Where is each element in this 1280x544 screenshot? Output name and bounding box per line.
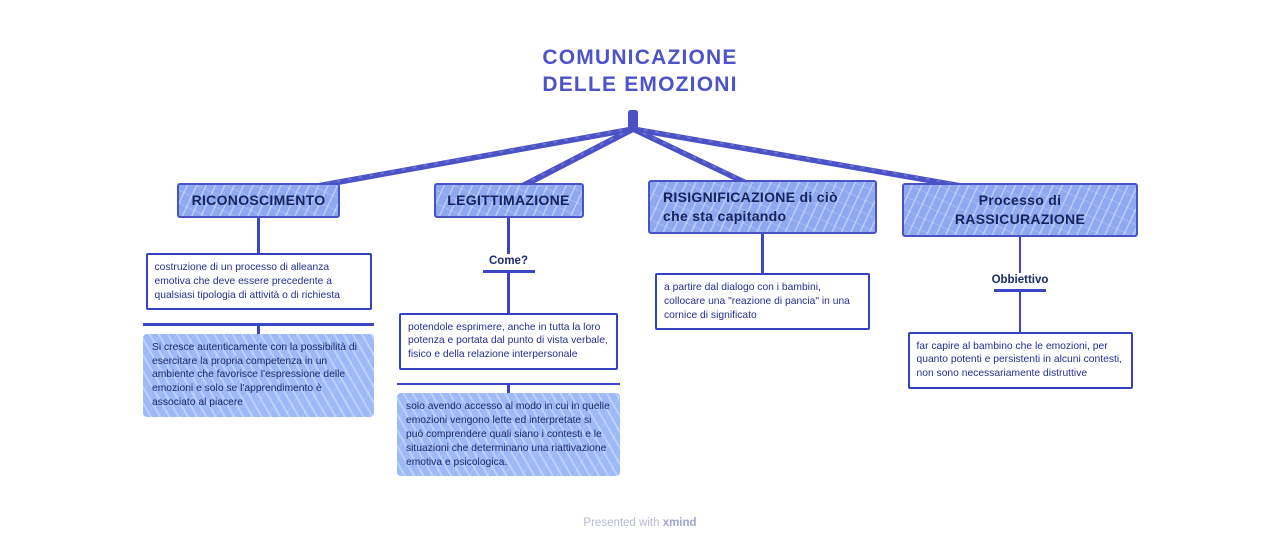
note-legittimazione-highlight[interactable]: solo avendo accesso al modo in cui in qu… xyxy=(397,393,620,476)
branch-label-text: Obbiettivo xyxy=(991,274,1049,286)
note-rassicurazione-plain[interactable]: far capire al bambino che le emozioni, p… xyxy=(907,331,1133,389)
topic-label: RISIGNIFICAZIONE di ciò che sta capitand… xyxy=(663,189,838,224)
note-riconoscimento-highlight[interactable]: Si cresce autenticamente con la possibil… xyxy=(143,334,374,417)
topic-label: RICONOSCIMENTO xyxy=(191,192,326,208)
note-riconoscimento-plain[interactable]: costruzione di un processo di alleanza e… xyxy=(145,253,372,311)
branch-rassicurazione: Processo di RASSICURAZIONE Obbiettivo fa… xyxy=(902,183,1138,389)
note-text: a partire dal dialogo con i bambini, col… xyxy=(664,282,850,321)
root-connector-stub xyxy=(628,110,638,132)
note-text: costruzione di un processo di alleanza e… xyxy=(154,262,340,301)
branch-legittimazione: LEGITTIMAZIONE Come? potendole esprimere… xyxy=(397,183,620,476)
divider-line xyxy=(397,382,620,392)
branch-risignificazione: RISIGNIFICAZIONE di ciò che sta capitand… xyxy=(648,180,877,331)
root-topic-line2: DELLE EMOZIONI xyxy=(542,73,738,96)
note-legittimazione-plain[interactable]: potendole esprimere, anche in tutta la l… xyxy=(399,312,618,370)
connector-line xyxy=(1018,237,1022,273)
branch-label-text: Come? xyxy=(489,255,528,267)
connector-line xyxy=(507,272,510,313)
connector-line xyxy=(257,218,260,253)
root-topic[interactable]: COMUNICAZIONE DELLE EMOZIONI xyxy=(0,44,1280,98)
topic-risignificazione[interactable]: RISIGNIFICAZIONE di ciò che sta capitand… xyxy=(648,180,877,234)
footer-prefix: Presented with xyxy=(583,517,663,529)
xmind-brand[interactable]: xmind xyxy=(662,517,697,529)
topic-legittimazione[interactable]: LEGITTIMAZIONE xyxy=(433,183,584,218)
topic-label: LEGITTIMAZIONE xyxy=(447,192,570,208)
note-text: Si cresce autenticamente con la possibil… xyxy=(152,341,357,409)
footer: Presented with xmind xyxy=(0,517,1280,529)
label-underline xyxy=(994,289,1046,292)
root-topic-line1: COMUNICAZIONE xyxy=(542,46,738,69)
connector-line xyxy=(761,234,764,273)
topic-label: Processo di RASSICURAZIONE xyxy=(954,192,1086,227)
note-risignificazione-plain[interactable]: a partire dal dialogo con i bambini, col… xyxy=(655,273,870,331)
note-text: far capire al bambino che le emozioni, p… xyxy=(916,340,1123,380)
branch-label-come[interactable]: Come? xyxy=(482,254,535,273)
connector-line xyxy=(1018,291,1022,332)
topic-riconoscimento[interactable]: RICONOSCIMENTO xyxy=(177,183,340,218)
branch-riconoscimento: RICONOSCIMENTO costruzione di un process… xyxy=(143,183,374,417)
note-text: potendole esprimere, anche in tutta la l… xyxy=(408,321,608,361)
topic-rassicurazione[interactable]: Processo di RASSICURAZIONE xyxy=(902,183,1138,237)
connector-line xyxy=(507,218,510,254)
label-underline xyxy=(482,270,535,273)
note-text: solo avendo accesso al modo in cui in qu… xyxy=(406,401,610,468)
branch-label-obbiettivo[interactable]: Obbiettivo xyxy=(991,273,1049,292)
divider-line xyxy=(143,323,374,333)
